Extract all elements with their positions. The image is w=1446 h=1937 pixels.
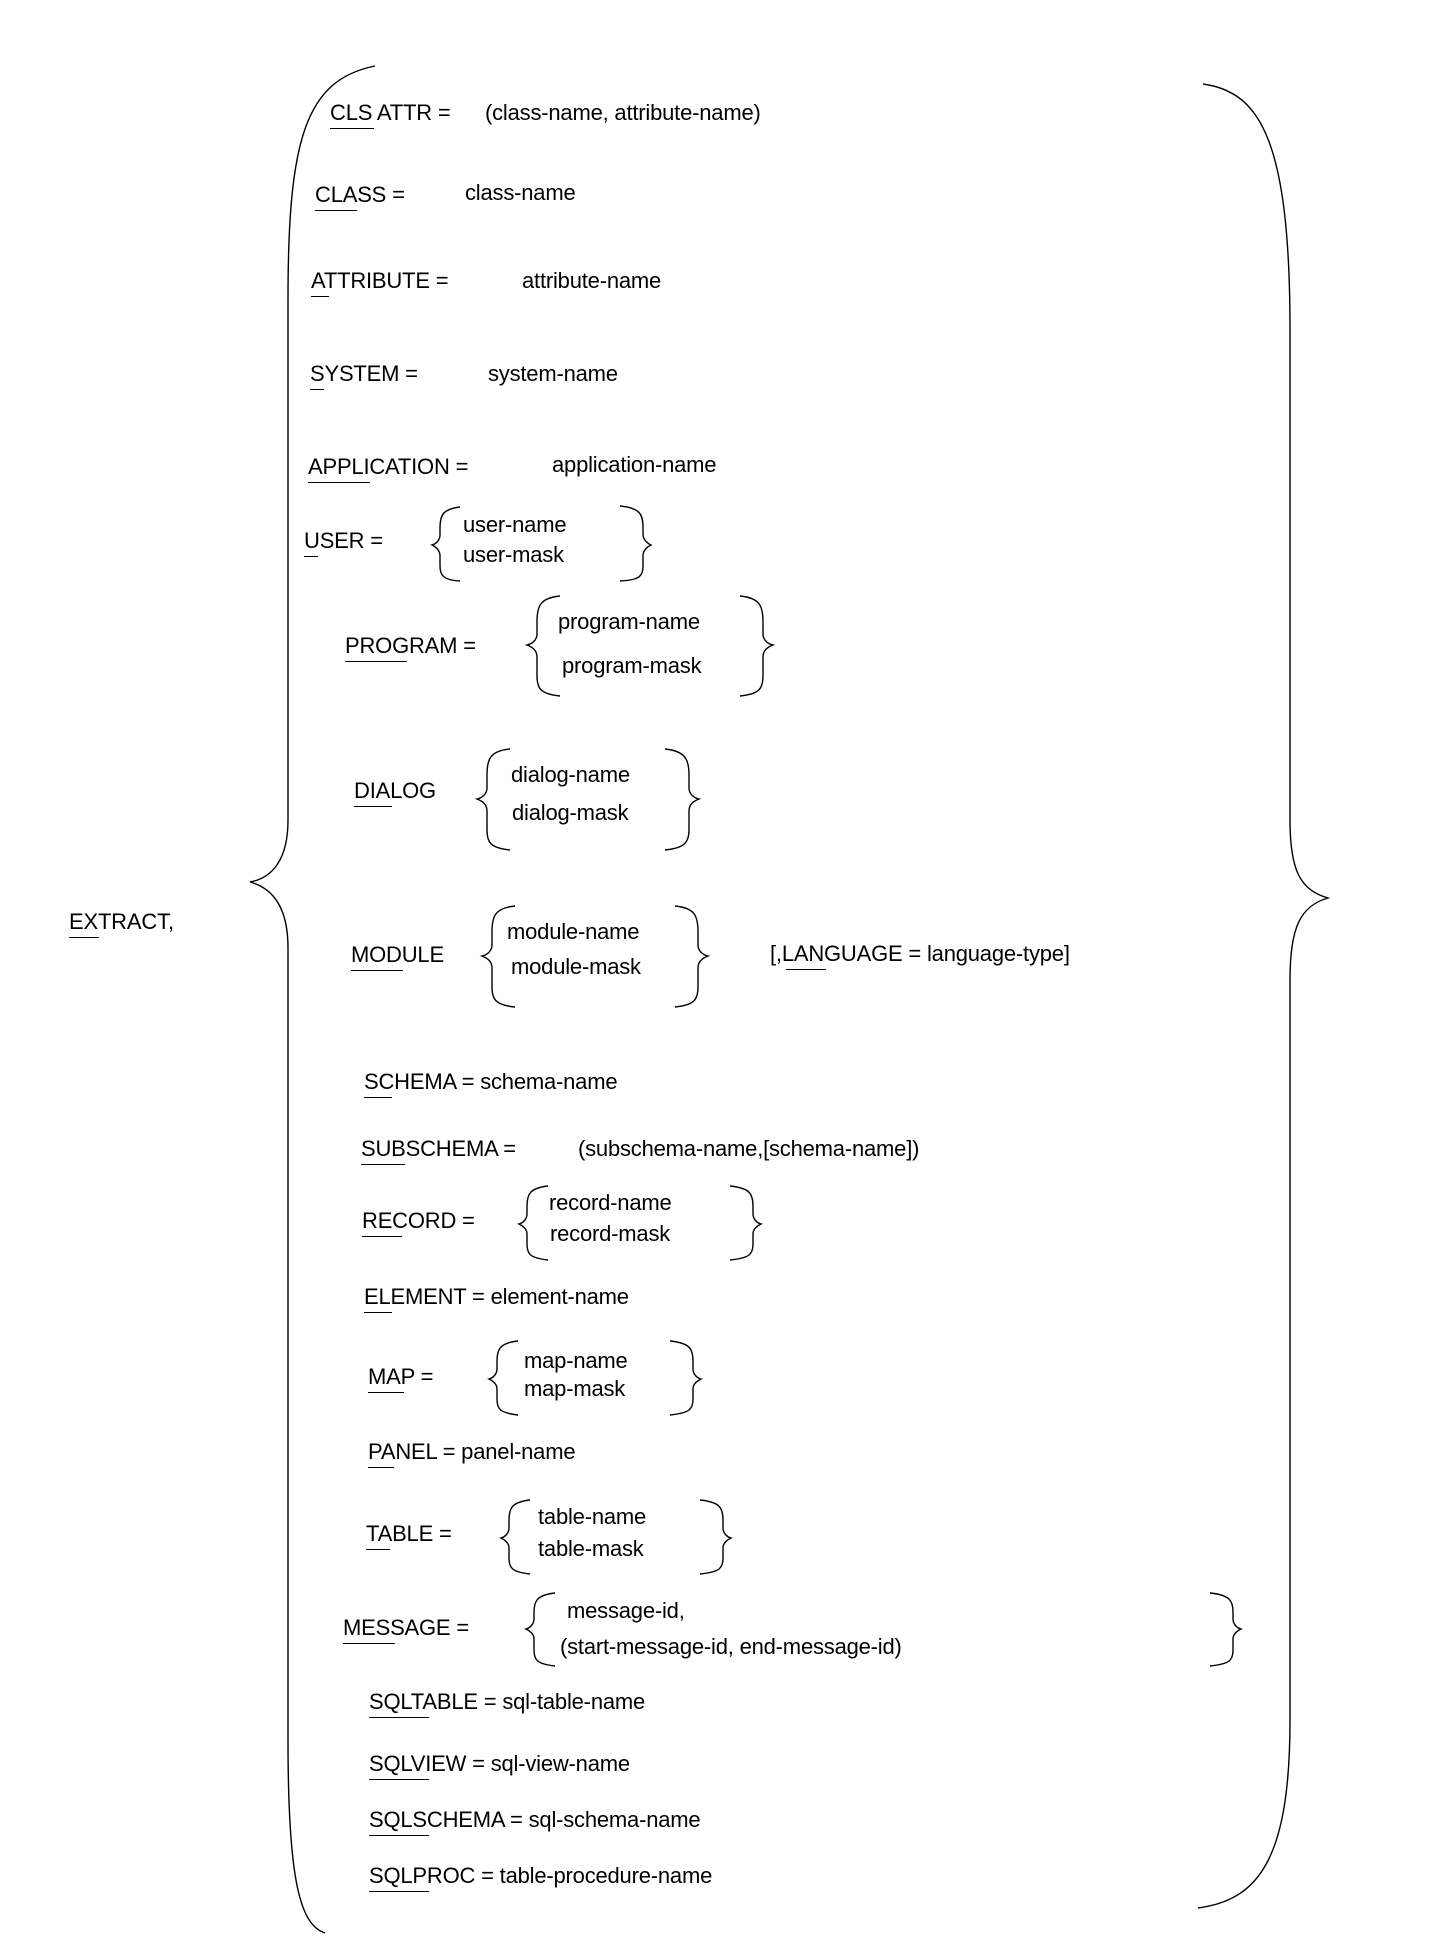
- program-right-brace: [739, 595, 776, 697]
- outer-left-brace: [249, 65, 376, 1934]
- choice-value: message-id,: [567, 1598, 685, 1623]
- user-right-brace: [619, 505, 653, 582]
- abbrev-underline: [351, 970, 403, 971]
- abbrev-underline: [308, 482, 370, 483]
- option-keyword: USER =: [304, 528, 383, 553]
- choice-value: module-mask: [511, 954, 641, 979]
- choice-value: map-name: [524, 1348, 628, 1373]
- option-value: (subschema-name,[schema-name]): [578, 1136, 920, 1161]
- option-keyword: SQLSCHEMA = sql-schema-name: [369, 1807, 701, 1832]
- abbrev-underline: [369, 1717, 429, 1718]
- option-keyword: SYSTEM =: [310, 361, 418, 386]
- option-keyword: PANEL = panel-name: [368, 1439, 576, 1464]
- abbrev-underline: [311, 296, 329, 297]
- option-value: system-name: [488, 361, 618, 386]
- abbrev-underline: [368, 1392, 404, 1393]
- extract-keyword: EXTRACT: [69, 909, 171, 934]
- option-value: application-name: [552, 452, 717, 477]
- outer-right-brace: [1197, 83, 1331, 1909]
- map-right-brace: [669, 1340, 704, 1416]
- option-keyword: MAP =: [368, 1364, 434, 1389]
- choice-value: record-mask: [550, 1221, 671, 1246]
- dialog-left-brace: [474, 748, 511, 851]
- option-keyword: CLASS =: [315, 182, 405, 207]
- option-keyword: CLS ATTR =: [330, 100, 451, 125]
- dialog-right-brace: [664, 748, 702, 851]
- abbrev-underline: [361, 1164, 405, 1165]
- abbrev-underline: [310, 389, 324, 390]
- choice-value: table-name: [538, 1504, 647, 1529]
- option-keyword: RECORD =: [362, 1208, 475, 1233]
- option-keyword: ATTRIBUTE =: [311, 268, 449, 293]
- abbrev-underline: [315, 210, 357, 211]
- option-keyword: PROGRAM =: [345, 633, 476, 658]
- abbrev-underline: [330, 128, 374, 129]
- abbrev-underline: [786, 969, 826, 970]
- option-value: class-name: [465, 180, 576, 205]
- abbrev-underline: [364, 1312, 392, 1313]
- choice-value: program-name: [558, 609, 700, 634]
- record-left-brace: [516, 1185, 549, 1261]
- language-clause: [,LANGUAGE = language-type]: [770, 941, 1070, 966]
- choice-value: (start-message-id, end-message-id): [560, 1634, 902, 1659]
- map-left-brace: [486, 1340, 519, 1416]
- table-left-brace: [498, 1499, 531, 1575]
- choice-value: program-mask: [562, 653, 702, 678]
- record-right-brace: [729, 1185, 764, 1261]
- abbrev-underline: [364, 1097, 392, 1098]
- extract-abbrev-underline: [69, 937, 99, 938]
- module-right-brace: [674, 905, 711, 1008]
- abbrev-underline: [369, 1835, 429, 1836]
- option-keyword: TABLE =: [366, 1521, 452, 1546]
- abbrev-underline: [345, 661, 407, 662]
- abbrev-underline: [362, 1236, 402, 1237]
- option-keyword: SQLVIEW = sql-view-name: [369, 1751, 630, 1776]
- choice-value: dialog-name: [511, 762, 630, 787]
- option-keyword: SCHEMA = schema-name: [364, 1069, 618, 1094]
- choice-value: map-mask: [524, 1376, 626, 1401]
- choice-value: record-name: [549, 1190, 672, 1215]
- abbrev-underline: [368, 1467, 394, 1468]
- option-keyword: SQLTABLE = sql-table-name: [369, 1689, 646, 1714]
- option-keyword: SUBSCHEMA =: [361, 1136, 516, 1161]
- option-keyword: MESSAGE =: [343, 1615, 469, 1640]
- option-keyword: DIALOG: [354, 778, 436, 803]
- abbrev-underline: [369, 1891, 429, 1892]
- option-value: attribute-name: [522, 268, 662, 293]
- table-right-brace: [699, 1499, 734, 1575]
- option-keyword: MODULE: [351, 942, 444, 967]
- message-left-brace: [523, 1592, 556, 1667]
- choice-value: user-mask: [463, 542, 564, 567]
- option-keyword: SQLPROC = table-procedure-name: [369, 1863, 713, 1888]
- program-left-brace: [524, 595, 561, 697]
- abbrev-underline: [343, 1643, 395, 1644]
- abbrev-underline: [304, 556, 318, 557]
- option-value: (class-name, attribute-name): [485, 100, 761, 125]
- choice-value: module-name: [507, 919, 640, 944]
- abbrev-underline: [354, 806, 392, 807]
- user-left-brace: [429, 506, 461, 582]
- option-keyword: ELEMENT = element-name: [364, 1284, 629, 1309]
- option-keyword: APPLICATION =: [308, 454, 469, 479]
- choice-value: user-name: [463, 512, 567, 537]
- abbrev-underline: [366, 1549, 390, 1550]
- extract-comma: ,: [168, 909, 174, 934]
- choice-value: table-mask: [538, 1536, 644, 1561]
- abbrev-underline: [369, 1779, 429, 1780]
- choice-value: dialog-mask: [512, 800, 629, 825]
- message-right-brace: [1209, 1592, 1244, 1667]
